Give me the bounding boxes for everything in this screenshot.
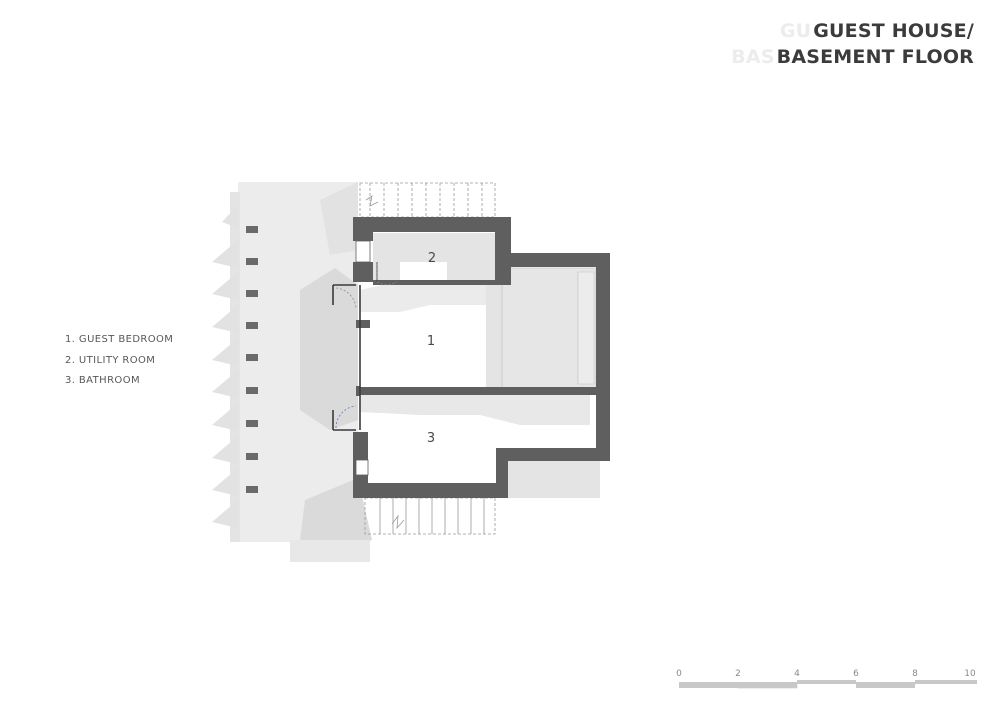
terrace-wall-markers xyxy=(246,226,258,493)
title-ghost-text-1: GU xyxy=(779,20,812,42)
room-labels: 2 1 3 xyxy=(427,251,436,446)
wall-windows xyxy=(355,240,371,476)
facade-line xyxy=(332,284,361,431)
legend-item-utility-room: 2. UTILITY ROOM xyxy=(65,354,156,366)
scale-bar: 0 2 4 6 8 10 xyxy=(676,669,977,689)
courtyard xyxy=(501,267,597,389)
walls xyxy=(353,217,610,498)
interior-shadows xyxy=(360,233,600,498)
legend-item-guest-bedroom: 1. GUEST BEDROOM xyxy=(65,334,174,345)
room-legend: 1. GUEST BEDROOM 2. UTILITY ROOM 3. BATH… xyxy=(65,330,173,392)
title-ghost-text-2: BAS xyxy=(731,46,775,68)
bottom-stairs xyxy=(364,497,496,535)
scale-tick-10: 10 xyxy=(964,669,976,679)
legend-item-bathroom: 3. BATHROOM xyxy=(65,375,140,386)
scale-tick-0: 0 xyxy=(676,669,682,679)
scale-tick-4: 4 xyxy=(794,669,800,679)
room-number-2: 2 xyxy=(428,251,436,266)
scale-tick-2: 2 xyxy=(735,669,741,679)
door-swings xyxy=(335,262,398,429)
terrain-area xyxy=(212,182,372,562)
top-stairs xyxy=(359,182,496,218)
scale-tick-8: 8 xyxy=(912,669,918,679)
room-number-1: 1 xyxy=(427,334,435,349)
room-number-3: 3 xyxy=(427,431,435,446)
scale-tick-6: 6 xyxy=(853,669,859,679)
